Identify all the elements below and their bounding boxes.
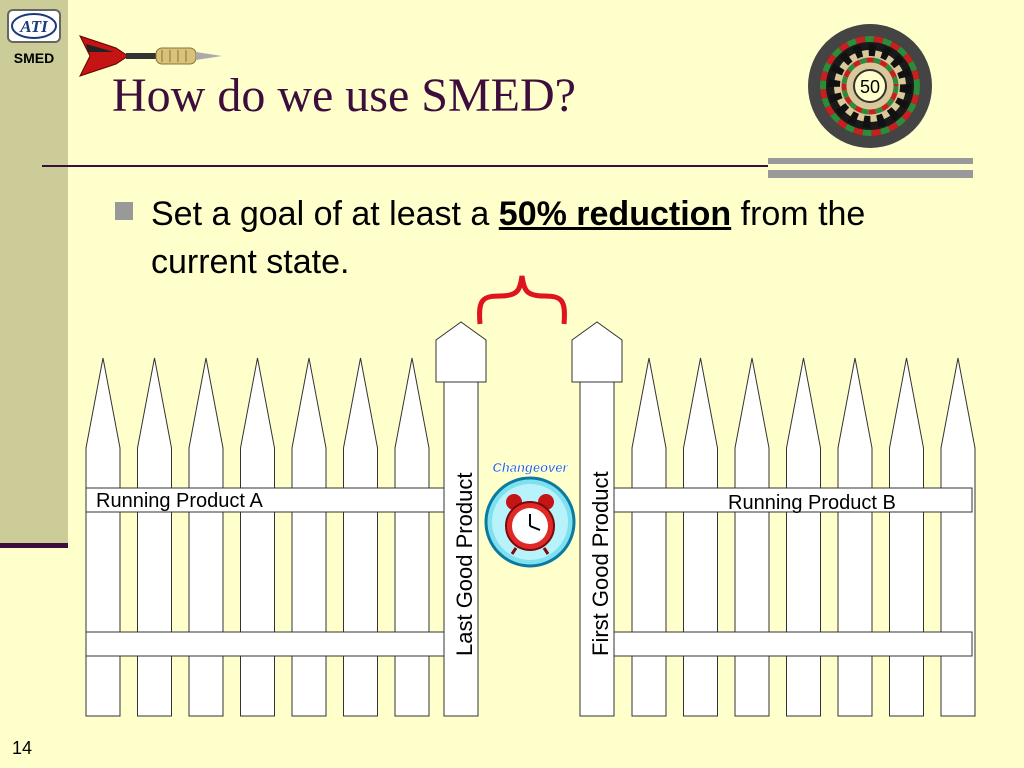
bullet-prefix: Set a goal of at least a [151, 195, 499, 233]
fence-rail-left-upper [85, 487, 445, 513]
changeover-clock-icon: Changeover [484, 460, 576, 568]
fence-picket-right [940, 357, 976, 717]
bullet-text: Set a goal of at least a 50% reduction f… [151, 190, 945, 286]
last-good-product-label: Last Good Product [452, 472, 477, 656]
fence-rail-right-upper [613, 487, 973, 513]
bullet-square-icon [115, 202, 133, 220]
fence-picket-right [837, 357, 873, 717]
fence-rail-right-lower [613, 631, 973, 657]
fence-picket-right [889, 357, 924, 717]
accent-bar [768, 158, 973, 164]
page-title: How do we use SMED? [112, 69, 576, 122]
bullet-point: Set a goal of at least a 50% reduction f… [115, 190, 945, 286]
page-number: 14 [12, 738, 33, 758]
dartboard-badge: 50 [860, 77, 880, 97]
fence-picket-left [291, 357, 327, 717]
fence-picket-left [188, 357, 224, 717]
fence-picket-left [85, 357, 121, 717]
accent-bar-lower [768, 170, 973, 178]
fence-picket-right [631, 357, 667, 717]
gate-post-right [571, 321, 623, 717]
brand-label: SMED [13, 50, 55, 66]
bullet-suffix: from the current state. [151, 195, 866, 281]
fence-picket-right [734, 357, 770, 717]
fence-picket-right [683, 357, 718, 717]
logo-text: ATI [19, 17, 49, 36]
sidebar [0, 0, 68, 548]
gap-brace-icon [477, 275, 567, 325]
ati-logo-icon: ATI [7, 9, 61, 43]
bullet-emphasis: 50% reduction [498, 195, 732, 233]
fence-picket-left [394, 357, 430, 717]
fence-picket-left [137, 357, 172, 717]
sidebar-divider [0, 543, 68, 548]
fence-picket-right [786, 357, 821, 717]
fence-rail-left-lower [85, 631, 445, 657]
dart-icon [79, 35, 222, 77]
dartboard-icon: 50 [808, 24, 932, 148]
gate-post-left [435, 321, 487, 717]
running-product-b-label: Running Product B [728, 492, 896, 514]
running-product-a-label: Running Product A [96, 490, 263, 512]
fence-picket-left [343, 357, 378, 717]
changeover-label: Changeover [492, 460, 568, 475]
fence-picket-left [240, 357, 275, 717]
first-good-product-label: First Good Product [588, 471, 613, 656]
title-rule [42, 165, 768, 167]
